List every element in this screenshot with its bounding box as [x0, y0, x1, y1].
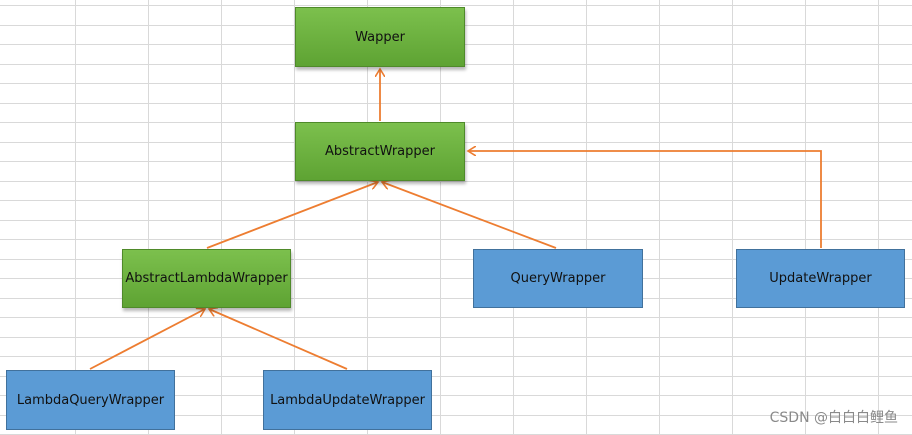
node-update-wrapper: UpdateWrapper — [736, 249, 905, 308]
arrow-updatewrapper-to-abstractwrapper — [468, 151, 822, 248]
node-abstract-lambda-wrapper: AbstractLambdaWrapper — [122, 249, 291, 308]
node-lambda-update-wrapper: LambdaUpdateWrapper — [263, 370, 432, 430]
arrow-lambdaquerywrapper-to-abstractlambdawrapper — [89, 309, 205, 370]
arrow-lambdaupdatewrapper-to-abstractlambdawrapper — [209, 309, 348, 370]
arrow-abstractlambdawrapper-to-abstractwrapper — [206, 182, 378, 249]
arrow-querywrapper-to-abstractwrapper — [382, 182, 557, 249]
node-lambda-query-wrapper: LambdaQueryWrapper — [6, 370, 175, 430]
watermark-text: CSDN @白白白鲤鱼 — [769, 410, 898, 426]
node-abstract-wrapper: AbstractWrapper — [295, 122, 465, 181]
node-query-wrapper: QueryWrapper — [473, 249, 643, 308]
node-wapper: Wapper — [295, 7, 465, 67]
